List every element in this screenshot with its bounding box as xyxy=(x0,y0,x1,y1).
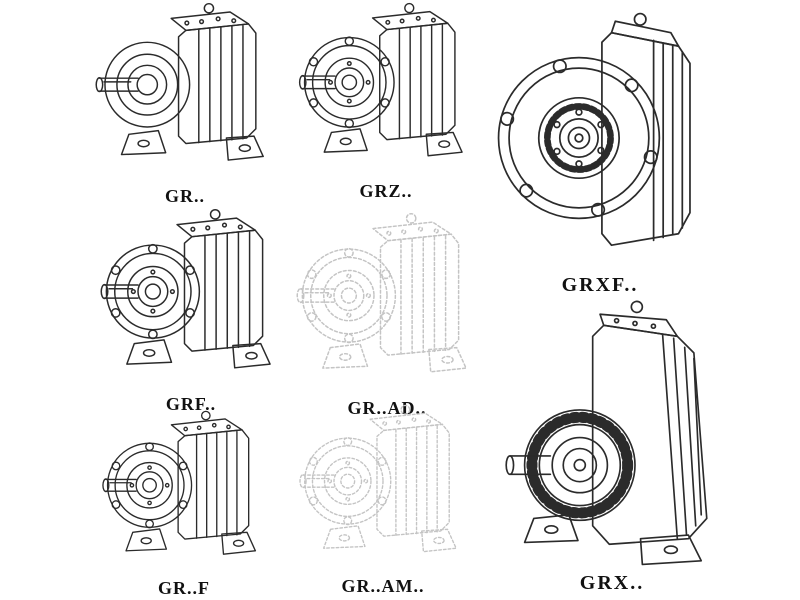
gearbox-drawing-grf xyxy=(92,206,290,392)
gearbox-label-gr-f: GR..F xyxy=(158,578,210,598)
gearbox-figure-grf: GRF.. xyxy=(92,206,290,415)
gearbox-drawing-grxf xyxy=(494,4,706,272)
gearbox-figure-gr-ad: GR..AD.. xyxy=(288,210,486,419)
gearbox-label-grf: GRF.. xyxy=(165,394,217,414)
gearbox-drawing-grx xyxy=(496,294,728,570)
gearbox-figure-grxf: GRXF.. xyxy=(494,4,706,297)
gearbox-drawing-gr xyxy=(86,0,284,184)
gearbox-label-grxf: GRXF.. xyxy=(561,274,639,296)
gearbox-label-gr: GR.. xyxy=(165,186,205,206)
gearbox-figure-grz: GRZ.. xyxy=(292,0,480,202)
gearbox-label-gr-ad: GR..AD.. xyxy=(347,398,427,418)
gearbox-drawing-gr-f xyxy=(86,408,282,576)
gearbox-drawing-gr-am-ghost xyxy=(284,402,482,574)
gearbox-label-grz: GRZ.. xyxy=(359,181,413,201)
gearbox-drawing-grz xyxy=(292,0,480,179)
gearbox-figure-gr-am: GR..AM.. xyxy=(284,402,482,597)
gearbox-label-gr-am: GR..AM.. xyxy=(341,576,425,596)
gearbox-label-grx: GRX.. xyxy=(579,572,645,594)
gearbox-figure-grx: GRX.. xyxy=(496,294,728,595)
gearbox-drawing-gr-ad-ghost xyxy=(288,210,486,396)
gearbox-figure-gr: GR.. xyxy=(86,0,284,207)
gearbox-figure-gr-f: GR..F xyxy=(86,408,282,599)
